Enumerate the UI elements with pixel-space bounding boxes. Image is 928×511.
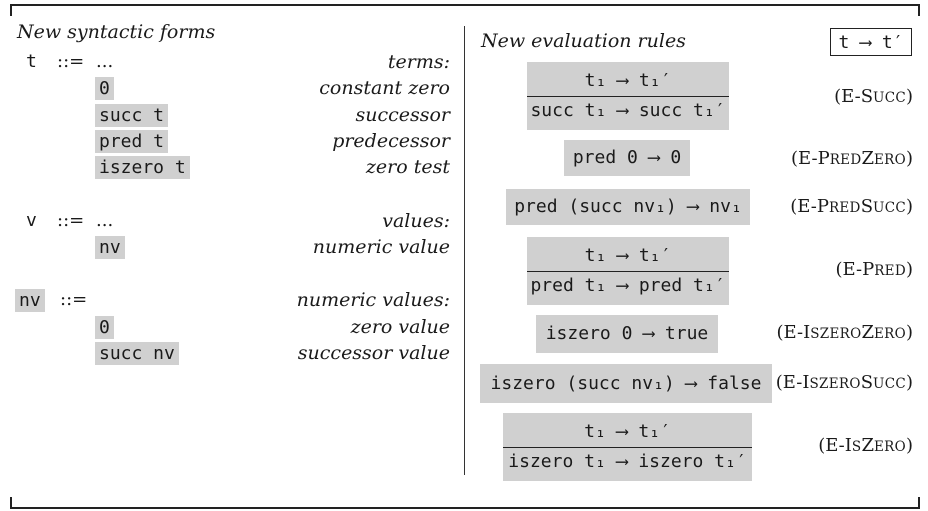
inference-line [503,447,752,448]
ellipsis: ... [96,210,114,231]
rule-e-pred: t₁ ⟶ t₁′ pred t₁ ⟶ pred t₁′ [527,237,729,305]
rule-name-e-iszero: (E-ISZERO) [818,435,913,456]
desc-constant-zero: constant zero [319,77,450,99]
rule-conclusion: pred (succ nv₁) ⟶ nv₁ [514,196,742,217]
form-nv: nv [95,236,125,259]
desc-predecessor: predecessor [332,130,450,152]
rule-name-e-succ: (E-SUCC) [834,86,913,107]
form-iszero: iszero t [95,156,190,179]
rule-conclusion: iszero (succ nv₁) ⟶ false [490,372,762,394]
rule-e-iszerosucc: iszero (succ nv₁) ⟶ false [480,364,772,403]
rule-premise: t₁ ⟶ t₁′ [584,421,671,442]
ellipsis: ... [96,51,114,72]
desc-numeric-value: numeric value [312,236,450,258]
meta-var-v: v [26,210,37,231]
rule-e-predzero: pred 0 ⟶ 0 [564,140,690,176]
rule-conclusion: iszero t₁ ⟶ iszero t₁′ [508,451,747,472]
rule-conclusion: iszero 0 ⟶ true [545,323,709,344]
figure-frame-top [10,4,920,16]
rule-e-iszero: t₁ ⟶ t₁′ iszero t₁ ⟶ iszero t₁′ [503,413,752,481]
inference-line [527,96,729,97]
rule-name-e-predzero: (E-PREDZERO) [791,148,913,169]
desc-zero-value: zero value [350,316,450,338]
rule-e-succ: t₁ ⟶ t₁′ succ t₁ ⟶ succ t₁′ [527,62,729,130]
rule-e-iszerozero: iszero 0 ⟶ true [536,315,718,353]
desc-terms: terms: [387,51,450,73]
form-zero-value: 0 [95,316,114,339]
inference-line [527,271,729,272]
production-symbol: ::= [60,289,88,310]
rule-name-e-iszerosucc: (E-ISZEROSUCC) [775,372,913,393]
rule-conclusion: pred 0 ⟶ 0 [572,147,682,168]
syntax-title: New syntactic forms [17,21,216,43]
desc-numeric-values: numeric values: [296,289,450,311]
rule-name-e-predsucc: (E-PREDSUCC) [790,196,913,217]
rule-name-e-iszerozero: (E-ISZEROZERO) [776,322,913,343]
rule-premise: t₁ ⟶ t₁′ [584,245,672,266]
form-zero: 0 [95,77,114,100]
meta-var-nv: nv [15,289,45,312]
rule-conclusion: succ t₁ ⟶ succ t₁′ [530,100,726,121]
desc-values: values: [382,210,450,232]
judgment-box: t ⟶ t′ [830,28,912,56]
desc-zero-test: zero test [365,156,450,178]
evaluation-title: New evaluation rules [481,30,686,52]
meta-var-t: t [26,51,37,72]
form-pred: pred t [95,130,169,153]
rule-name-e-pred: (E-PRED) [835,259,913,280]
figure-frame-bottom [10,497,920,509]
rule-conclusion: pred t₁ ⟶ pred t₁′ [530,275,726,296]
production-symbol: ::= [57,51,85,72]
form-succ-nv: succ nv [95,342,179,365]
rule-e-predsucc: pred (succ nv₁) ⟶ nv₁ [506,189,750,225]
production-symbol: ::= [57,210,85,231]
rule-premise: t₁ ⟶ t₁′ [584,70,672,91]
desc-successor: successor [355,104,450,126]
desc-successor-value: successor value [297,342,450,364]
column-divider [464,26,465,475]
form-succ: succ t [95,104,169,127]
